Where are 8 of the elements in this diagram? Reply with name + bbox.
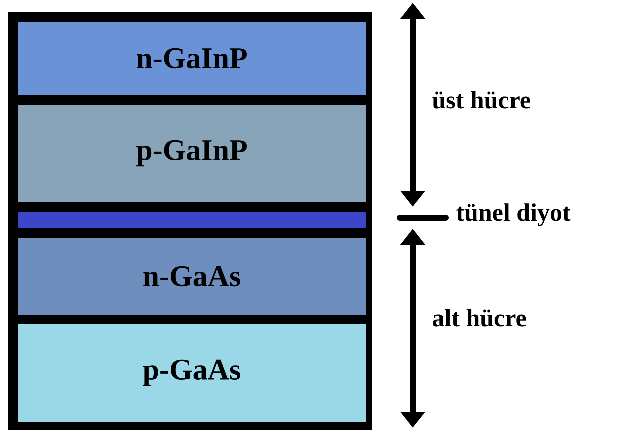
layer-box: n-GaInP [18, 22, 366, 95]
layer-box: n-GaAs [18, 238, 366, 315]
label-text: üst hücre [432, 91, 530, 109]
label-text: alt hücre [433, 309, 526, 327]
layer-box: p-GaAs [18, 324, 366, 422]
layer-box: p-GaInP [18, 105, 366, 202]
label-text: tünel diyot [456, 204, 571, 226]
tunnel-layer [18, 212, 366, 228]
